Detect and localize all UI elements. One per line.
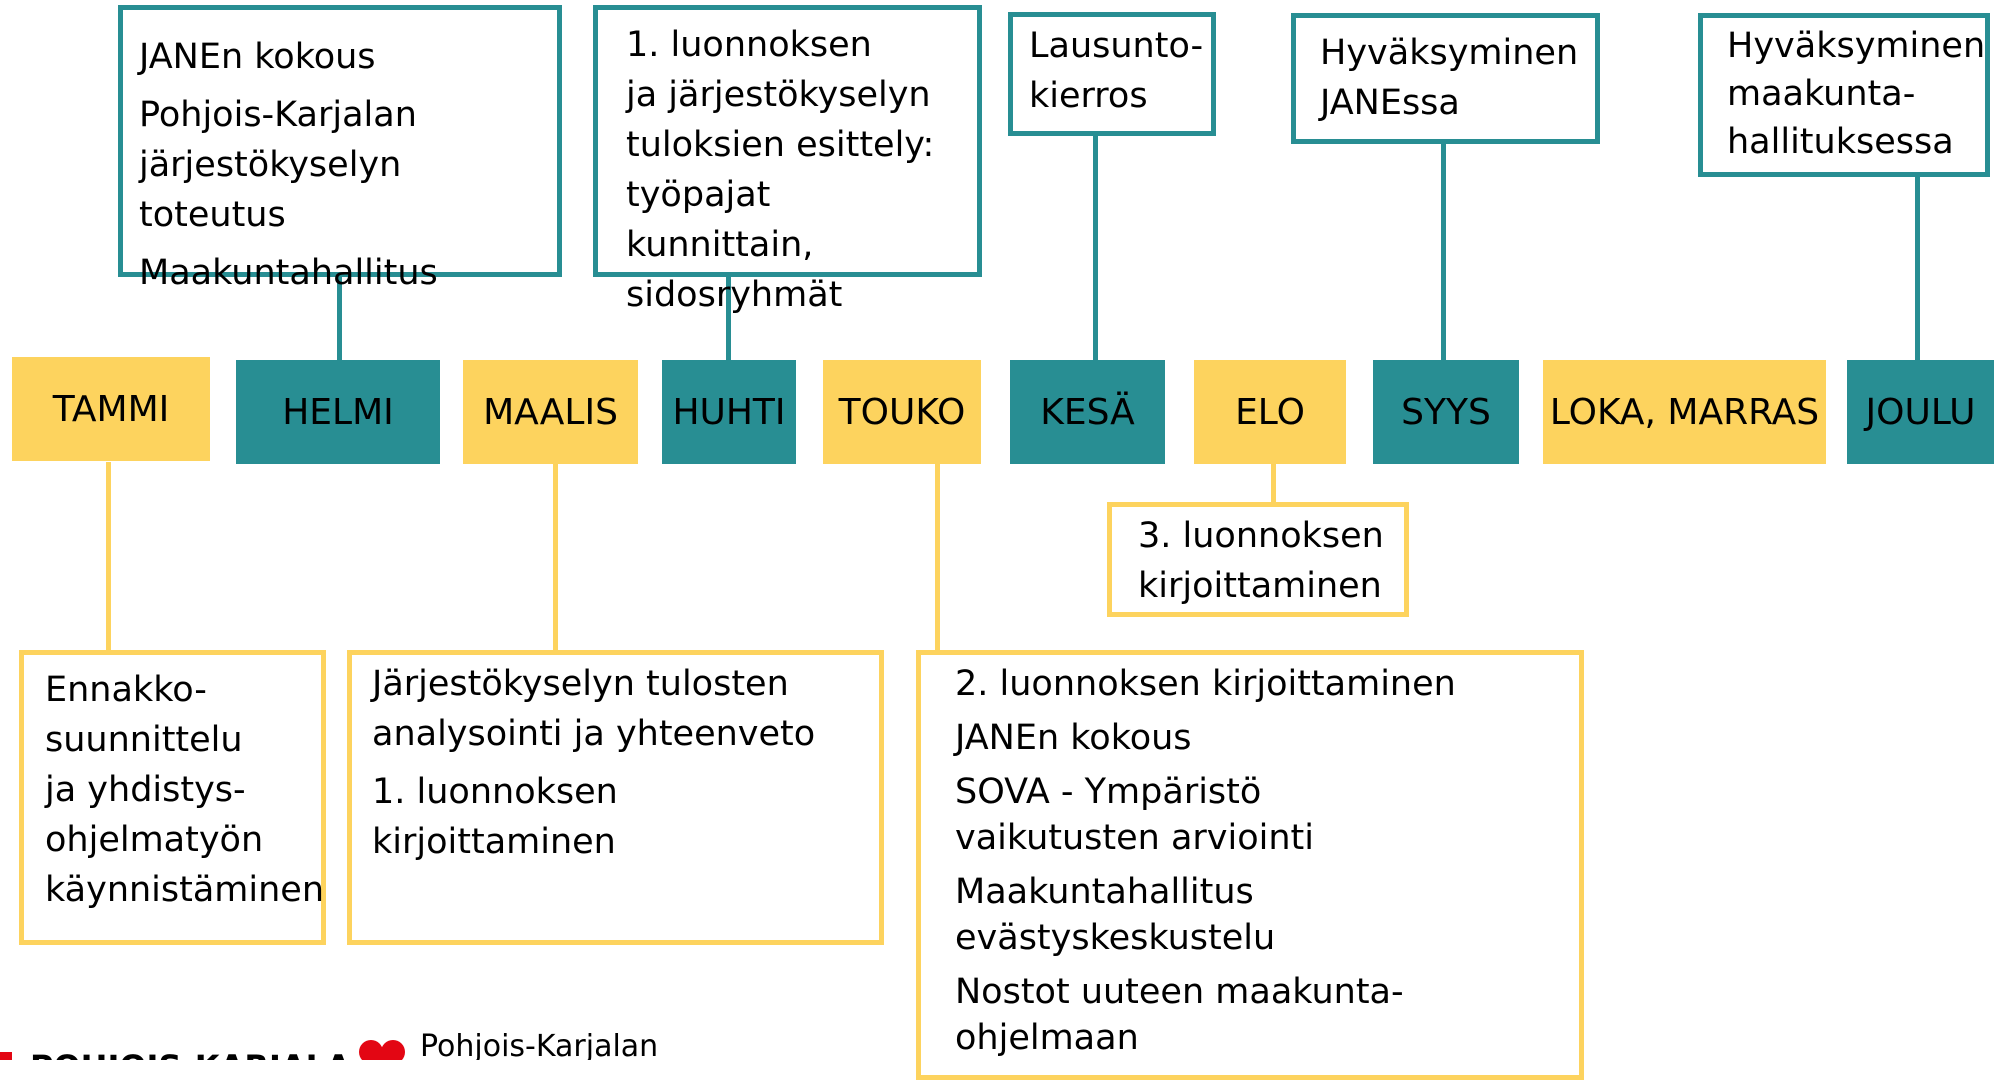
elo-item: 3. luonnoksen kirjoittaminen [1138, 516, 1384, 606]
kesa-connector [1093, 133, 1098, 363]
maalis-item: Järjestökyselyn tulosten analysointi ja … [372, 664, 816, 754]
huhti-box: 1. luonnoksen ja järjestökyselyn tuloksi… [593, 5, 982, 315]
helmi-box: JANEn kokous Pohjois-Karjalan järjestöky… [118, 5, 562, 293]
helmi-item: JANEn kokous [139, 37, 376, 77]
month-helmi: HELMI [236, 360, 440, 464]
month-joulu: JOULU [1847, 360, 1994, 464]
pohjois-karjala-logo: POHJOIS-KARJALA Pohjois-Karjalan [0, 1029, 658, 1080]
logo-right-text: Pohjois-Karjalan [420, 1029, 658, 1060]
tammi-box: Ennakko- suunnittelu ja yhdistys- ohjelm… [19, 650, 326, 945]
touko-item: SOVA - Ympäristö vaikutusten arviointi [955, 772, 1315, 858]
helmi-item: Maakuntahallitus [139, 253, 438, 293]
touko-box: 2. luonnoksen kirjoittaminen JANEn kokou… [916, 650, 1584, 1080]
month-tammi: TAMMI [12, 357, 210, 461]
tammi-connector [106, 462, 111, 652]
kesa-item: Lausunto- kierros [1029, 26, 1204, 116]
joulu-connector [1915, 174, 1920, 363]
syys-connector [1441, 141, 1446, 363]
helmi-connector [337, 273, 342, 363]
month-touko: TOUKO [823, 360, 981, 464]
touko-item: Nostot uuteen maakunta- ohjelmaan [955, 972, 1404, 1058]
elo-connector [1271, 462, 1276, 504]
maalis-connector [553, 462, 558, 652]
month-loka-marras: LOKA, MARRAS [1543, 360, 1826, 464]
month-maalis: MAALIS [463, 360, 638, 464]
heart-icon [359, 1040, 405, 1064]
joulu-box: Hyväksyminen maakunta- hallituksessa [1698, 13, 1990, 177]
month-elo: ELO [1194, 360, 1346, 464]
touko-item: 2. luonnoksen kirjoittaminen [955, 664, 1456, 704]
touko-connector [935, 462, 940, 652]
logos-strip: POHJOIS-KARJALA Pohjois-Karjalan [0, 1020, 720, 1080]
touko-item: Maakuntahallitus evästyskeskustelu [955, 872, 1276, 958]
maalis-box: Järjestökyselyn tulosten analysointi ja … [347, 650, 884, 945]
tammi-item: Ennakko- suunnittelu ja yhdistys- ohjelm… [45, 670, 325, 910]
joulu-item: Hyväksyminen maakunta- hallituksessa [1727, 26, 1986, 162]
month-kesa: KESÄ [1010, 360, 1165, 464]
syys-box: Hyväksyminen JANEssa [1291, 13, 1600, 144]
maalis-item: 1. luonnoksen kirjoittaminen [372, 772, 618, 862]
month-syys: SYYS [1373, 360, 1519, 464]
touko-item: JANEn kokous [955, 718, 1192, 758]
logo-left-text: POHJOIS-KARJALA [30, 1048, 351, 1060]
huhti-connector [726, 273, 731, 363]
elo-box: 3. luonnoksen kirjoittaminen [1107, 502, 1409, 617]
helmi-item: Pohjois-Karjalan järjestökyselyn toteutu… [139, 95, 417, 235]
huhti-item: 1. luonnoksen ja järjestökyselyn tuloksi… [626, 25, 935, 315]
syys-item: Hyväksyminen JANEssa [1320, 33, 1579, 123]
month-huhti: HUHTI [662, 360, 796, 464]
kesa-box: Lausunto- kierros [1008, 12, 1216, 136]
